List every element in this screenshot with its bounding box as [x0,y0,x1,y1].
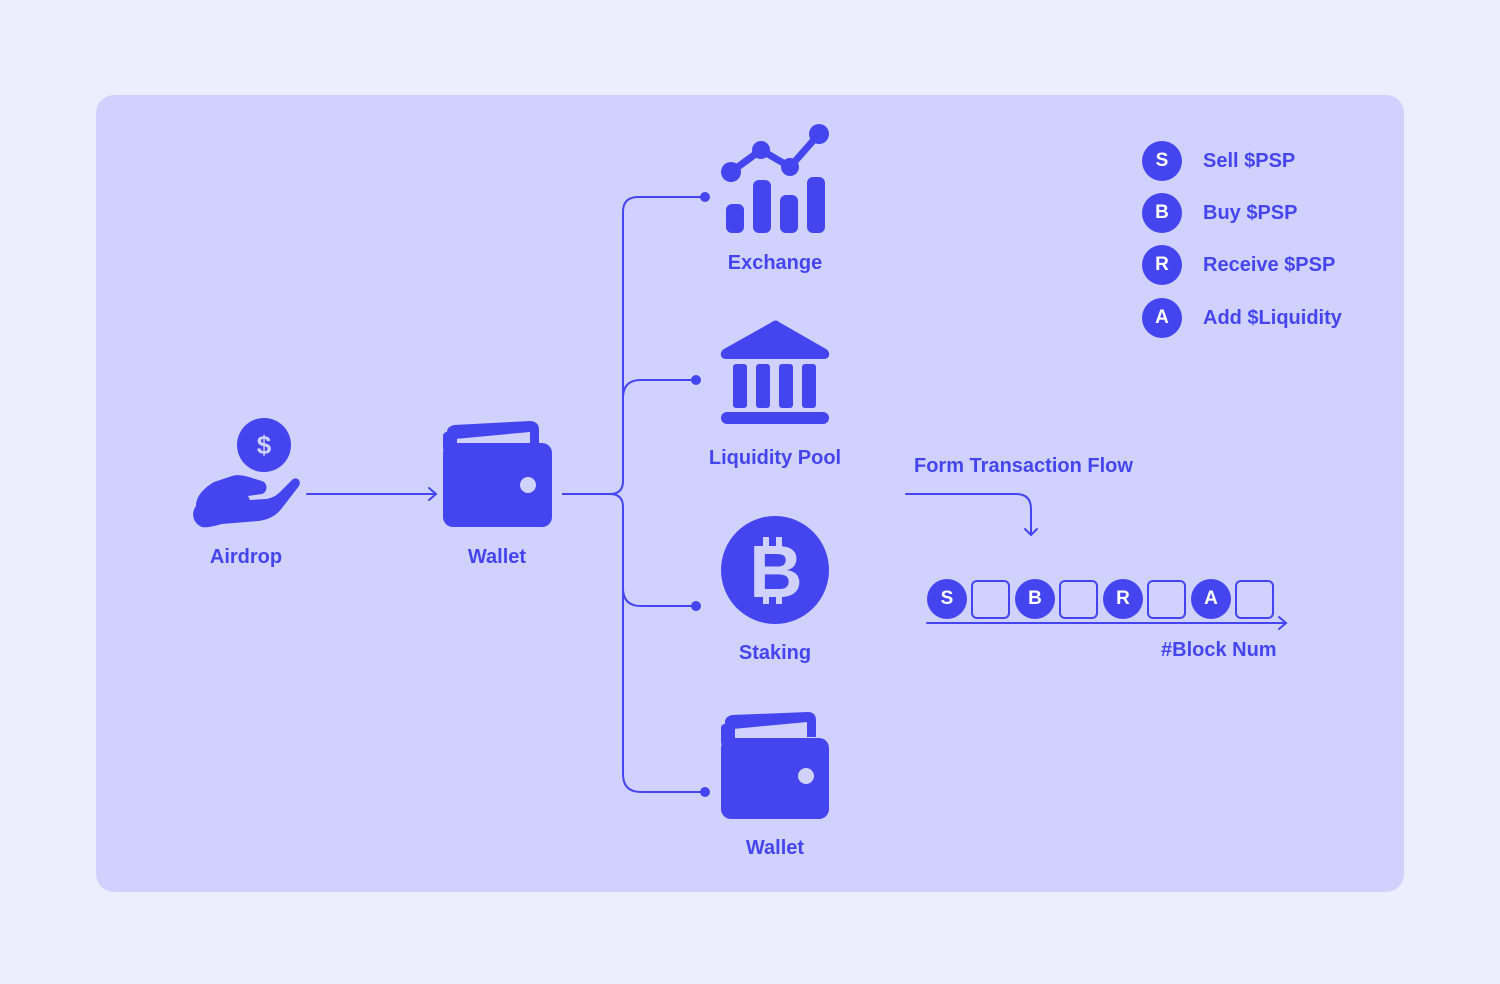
transaction-flow-title: Form Transaction Flow [914,455,1133,477]
legend-label: Receive $PSP [1203,253,1336,276]
empty-block [1235,579,1274,619]
receive-badge: R [1142,245,1182,285]
legend-label: Add $Liquidity [1203,306,1342,329]
bank-icon [720,320,830,424]
legend-label: Buy $PSP [1203,201,1298,224]
empty-block [971,579,1010,619]
block-buy: B [1015,579,1055,619]
exchange-label: Exchange [727,252,823,274]
empty-block [1147,579,1186,619]
buy-badge: B [1142,193,1182,233]
block-sell: S [927,579,967,619]
wallet-label: Wallet [467,546,527,568]
sell-badge: S [1142,141,1182,181]
block-add-liquidity: A [1191,579,1231,619]
legend-item-buy: B Buy $PSP [1142,193,1297,233]
svg-text:$: $ [257,430,272,460]
legend-item-add-liquidity: A Add $Liquidity [1142,298,1342,338]
bitcoin-icon: B [721,516,829,624]
chart-growth-icon [721,124,829,233]
legend-label: Sell $PSP [1203,149,1296,172]
liquidity-pool-label: Liquidity Pool [708,447,842,469]
hand-coin-icon: $ [193,418,300,528]
block-number-label: #Block Num [1161,639,1277,661]
wallet-icon [721,712,829,819]
wallet-icon [443,421,552,527]
airdrop-label: Airdrop [209,546,283,568]
block-sequence: S B R A [927,579,1279,619]
branch-endpoints [691,192,710,797]
block-receive: R [1103,579,1143,619]
transaction-flow-arrow [905,493,1038,537]
staking-label: Staking [738,642,812,664]
destination-wallet-label: Wallet [745,837,805,859]
empty-block [1059,579,1098,619]
arrow-airdrop-to-wallet [306,487,438,501]
branch-connectors [562,196,705,793]
block-number-axis [926,616,1288,630]
legend-item-receive: R Receive $PSP [1142,245,1335,285]
add-liquidity-badge: A [1142,298,1182,338]
legend-item-sell: S Sell $PSP [1142,141,1295,181]
